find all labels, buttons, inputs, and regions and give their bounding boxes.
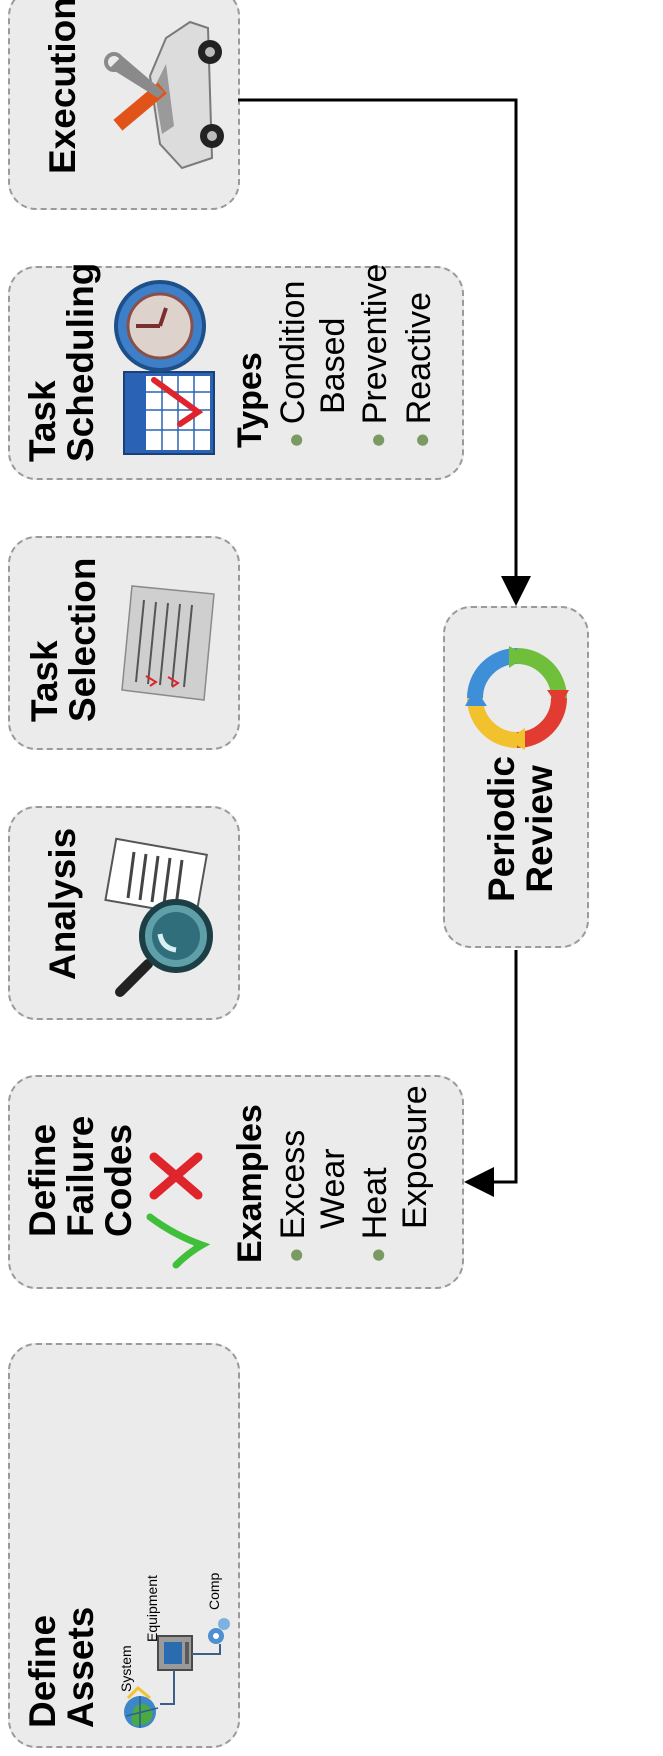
- box-analysis: Analysis: [8, 806, 240, 1020]
- box-define-assets-content: Define Assets: [10, 1345, 238, 1746]
- magnifier-document-icon: [104, 837, 213, 997]
- box-analysis-content: Analysis: [10, 808, 238, 1018]
- box-execution-content: Execution: [10, 0, 238, 208]
- calendar-clock-icon: [114, 280, 215, 455]
- asset-hierarchy: [124, 1618, 230, 1728]
- box-failure-content: Define Failure Codes Examples ●Excess We…: [10, 1077, 462, 1287]
- box-task-scheduling: Task Scheduling Ty: [8, 263, 464, 480]
- box-define-assets: Define Assets: [8, 1343, 240, 1748]
- box-task-scheduling-content: Task Scheduling Ty: [10, 263, 462, 478]
- checklist-icon: [121, 585, 215, 701]
- box-task-selection-content: Task Selection: [10, 538, 238, 748]
- box-define-failure-codes: Define Failure Codes Examples ●Excess We…: [8, 1075, 464, 1289]
- cycle-arrows-icon: [465, 646, 569, 750]
- connector-execution-to-review: [238, 98, 531, 606]
- network-globe-icon: [124, 1685, 159, 1728]
- car-wrench-icon: [104, 20, 224, 170]
- connector-review-to-failure-codes: [464, 950, 518, 1197]
- gears-icon: [208, 1618, 230, 1644]
- box-task-selection: Task Selection: [8, 536, 240, 750]
- box-execution: Execution: [8, 0, 240, 210]
- check-cross-icon: [146, 1152, 210, 1269]
- box-periodic-review: Periodic Review: [443, 606, 589, 948]
